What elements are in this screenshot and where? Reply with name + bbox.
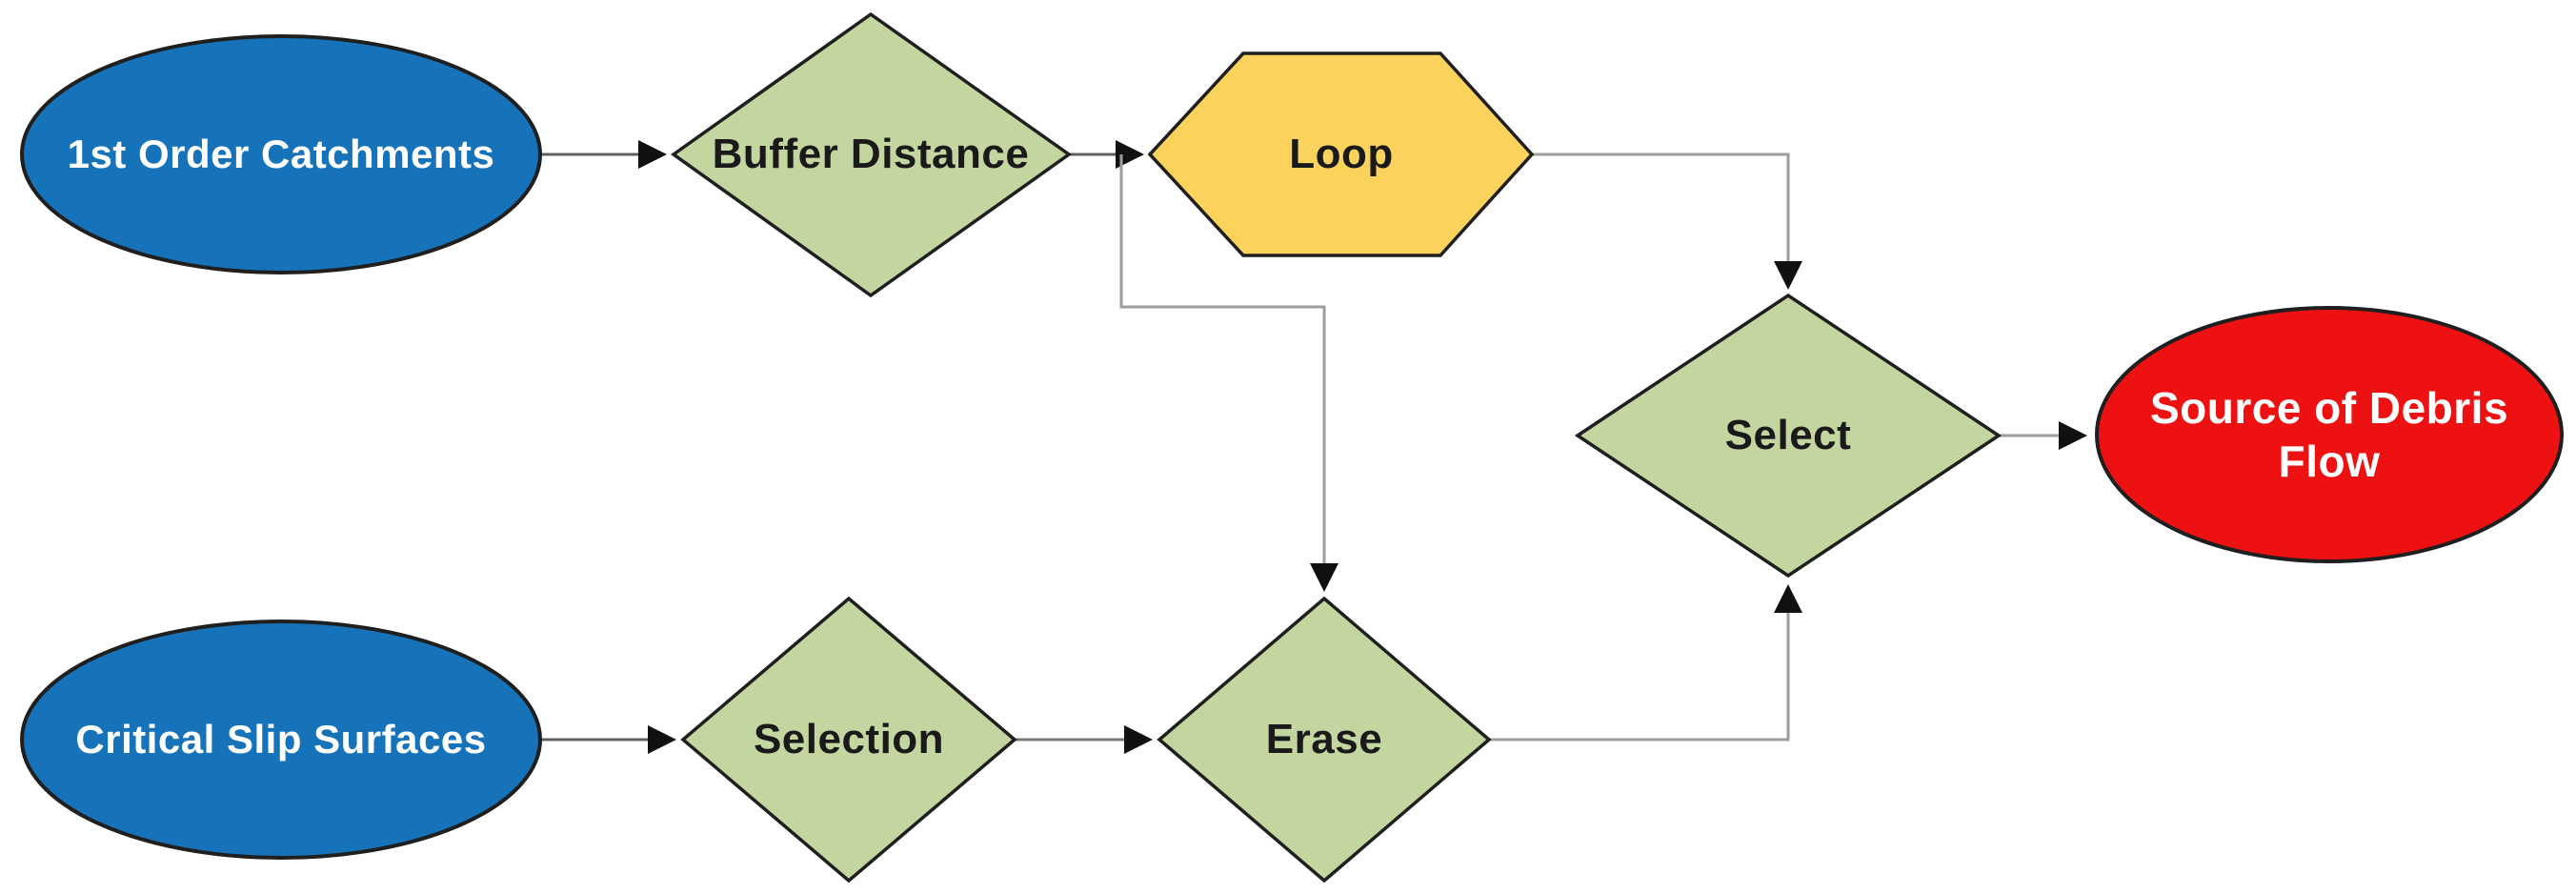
source-of-debris-flow-label: Source of Debris Flow (2149, 382, 2509, 486)
catchments-ellipse (20, 34, 542, 274)
select-label: Select (1724, 412, 1852, 459)
selection-label: Selection (753, 716, 945, 763)
loop-hexagon (1147, 51, 1535, 257)
buffer-distance-diamond (670, 11, 1073, 298)
catchments-label: 1st Order Catchments (67, 132, 495, 177)
buffer-distance-label: Buffer Distance (712, 131, 1030, 178)
selection-diamond (680, 596, 1017, 884)
arrow-buffer-branch-to-erase (1119, 154, 1338, 592)
arrow-loop-to-select (1532, 152, 1802, 290)
arrow-erase-to-select (1489, 584, 1802, 742)
loop-label: Loop (1289, 131, 1394, 178)
source-of-debris-flow-ellipse (2095, 306, 2564, 563)
critical-slip-surfaces-ellipse (20, 620, 542, 860)
erase-diamond (1157, 596, 1492, 884)
erase-label: Erase (1265, 716, 1383, 763)
critical-slip-surfaces-label: Critical Slip Surfaces (75, 717, 487, 762)
select-diamond (1574, 293, 2002, 579)
